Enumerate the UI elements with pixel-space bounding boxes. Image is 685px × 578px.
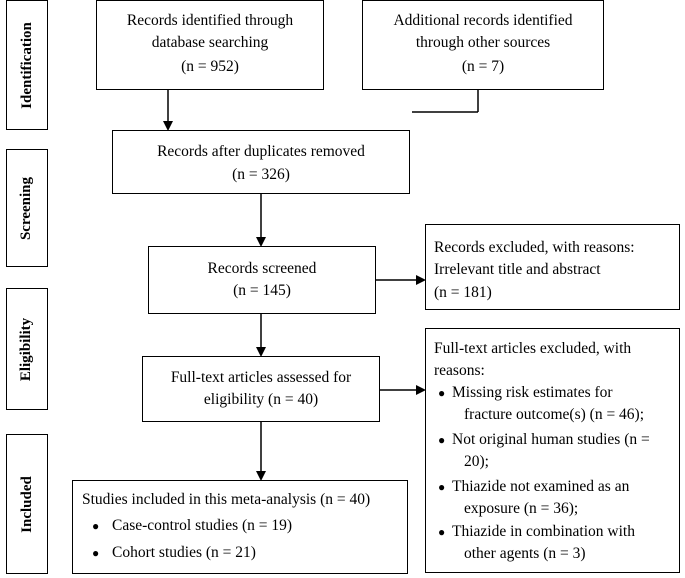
- included-item-cohort: Cohort studies (n = 21): [112, 544, 256, 561]
- phase-identification: Identification: [6, 0, 48, 130]
- full-text-line1: Full-text articles assessed for: [170, 369, 352, 386]
- included-item-case-control: Case-control studies (n = 19): [112, 517, 293, 534]
- exclusion-reason-4-line1: Thiazide in combination with: [452, 523, 635, 540]
- full-text-excluded-heading2: reasons:: [434, 362, 485, 379]
- phase-identification-label: Identification: [18, 21, 35, 109]
- bullet-icon: ●: [438, 525, 446, 539]
- box-other-sources: [362, 0, 604, 90]
- exclusion-reason-1-line2: fracture outcome(s) (n = 46);: [464, 406, 645, 423]
- full-text-line2: eligibility (n = 40): [203, 391, 319, 408]
- db-search-count: (n = 952): [181, 58, 239, 75]
- records-excluded-line2: Irrelevant title and abstract: [434, 261, 601, 278]
- records-screened-count: (n = 145): [233, 282, 291, 299]
- db-search-line1: Records identified through: [126, 12, 294, 29]
- after-duplicates-line1: Records after duplicates removed: [157, 143, 365, 160]
- phase-eligibility-label: Eligibility: [18, 317, 35, 381]
- exclusion-reason-3-line1: Thiazide not examined as an: [452, 478, 630, 495]
- box-records-excluded: [425, 224, 680, 310]
- phase-screening-label: Screening: [18, 176, 35, 240]
- full-text-excluded-heading1: Full-text articles excluded, with: [434, 340, 632, 357]
- records-screened-line1: Records screened: [207, 260, 317, 277]
- phase-screening: Screening: [6, 149, 48, 267]
- bullet-icon: ●: [92, 519, 100, 533]
- phase-eligibility: Eligibility: [6, 288, 48, 410]
- box-full-text-excluded: [425, 328, 680, 573]
- exclusion-reason-2-line1: Not original human studies (n =: [452, 431, 650, 448]
- box-database-search: [96, 0, 324, 90]
- bullet-icon: ●: [92, 546, 100, 560]
- after-duplicates-count: (n = 326): [232, 166, 290, 183]
- box-full-text-assessed: [142, 356, 380, 422]
- box-after-duplicates: [112, 130, 410, 194]
- exclusion-reason-2-line2: 20);: [464, 453, 489, 470]
- db-search-line2: database searching: [151, 34, 269, 51]
- other-sources-count: (n = 7): [461, 58, 505, 75]
- exclusion-reason-1-line1: Missing risk estimates for: [452, 384, 613, 401]
- exclusion-reason-4-line2: other agents (n = 3): [464, 545, 586, 562]
- bullet-icon: ●: [438, 386, 446, 400]
- studies-included-heading: Studies included in this meta-analysis (…: [82, 491, 371, 508]
- records-excluded-count: (n = 181): [434, 284, 492, 301]
- other-sources-line1: Additional records identified: [393, 12, 573, 29]
- bullet-icon: ●: [438, 433, 446, 447]
- phase-included: Included: [6, 434, 48, 574]
- bullet-icon: ●: [438, 480, 446, 494]
- records-excluded-line1: Records excluded, with reasons:: [434, 239, 635, 256]
- phase-included-label: Included: [18, 475, 35, 533]
- other-sources-line2: through other sources: [415, 34, 551, 51]
- box-studies-included: [72, 480, 408, 574]
- exclusion-reason-3-line2: exposure (n = 36);: [464, 500, 579, 517]
- box-records-screened: [148, 246, 376, 314]
